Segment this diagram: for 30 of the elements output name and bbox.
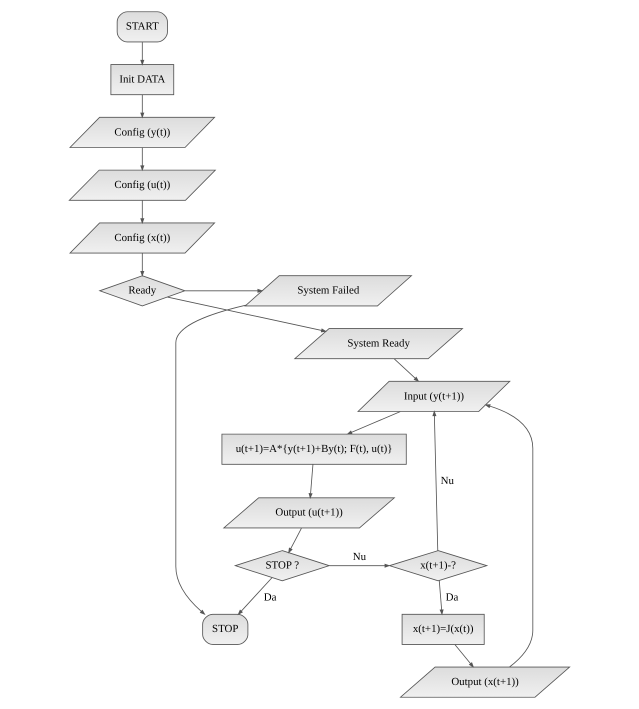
edge-label: Da bbox=[264, 591, 276, 604]
edge-label: Nu bbox=[440, 474, 454, 487]
arrow bbox=[346, 411, 401, 435]
node-box: x(t+1)=J(x(t)) bbox=[402, 614, 485, 645]
arrow bbox=[484, 404, 534, 668]
arrow bbox=[140, 252, 144, 277]
edge-label: Da bbox=[446, 591, 458, 604]
node-box: STOP bbox=[202, 614, 248, 645]
node-diamond: x(t+1)-? bbox=[388, 550, 488, 582]
arrow bbox=[184, 288, 264, 293]
arrow bbox=[432, 410, 438, 551]
node-box: u(t+1)=A*{y(t+1)+By(t); F(t), u(t)} bbox=[222, 434, 407, 465]
arrow bbox=[140, 147, 144, 172]
node-diamond: STOP ? bbox=[234, 550, 331, 582]
arrow bbox=[140, 42, 144, 66]
arrow bbox=[308, 464, 314, 499]
edge-label: Nu bbox=[352, 551, 366, 564]
arrow bbox=[394, 358, 420, 382]
arrow bbox=[175, 304, 246, 616]
arrow bbox=[288, 528, 302, 554]
arrow bbox=[166, 296, 327, 332]
arrow bbox=[140, 94, 144, 118]
arrow bbox=[140, 200, 144, 224]
node-diamond: Ready bbox=[98, 275, 186, 306]
arrow bbox=[238, 577, 272, 616]
arrow bbox=[454, 644, 474, 668]
node-box: Init DATA bbox=[110, 64, 174, 96]
node-box: START bbox=[116, 11, 168, 42]
arrow bbox=[438, 580, 444, 616]
arrow bbox=[329, 564, 390, 568]
